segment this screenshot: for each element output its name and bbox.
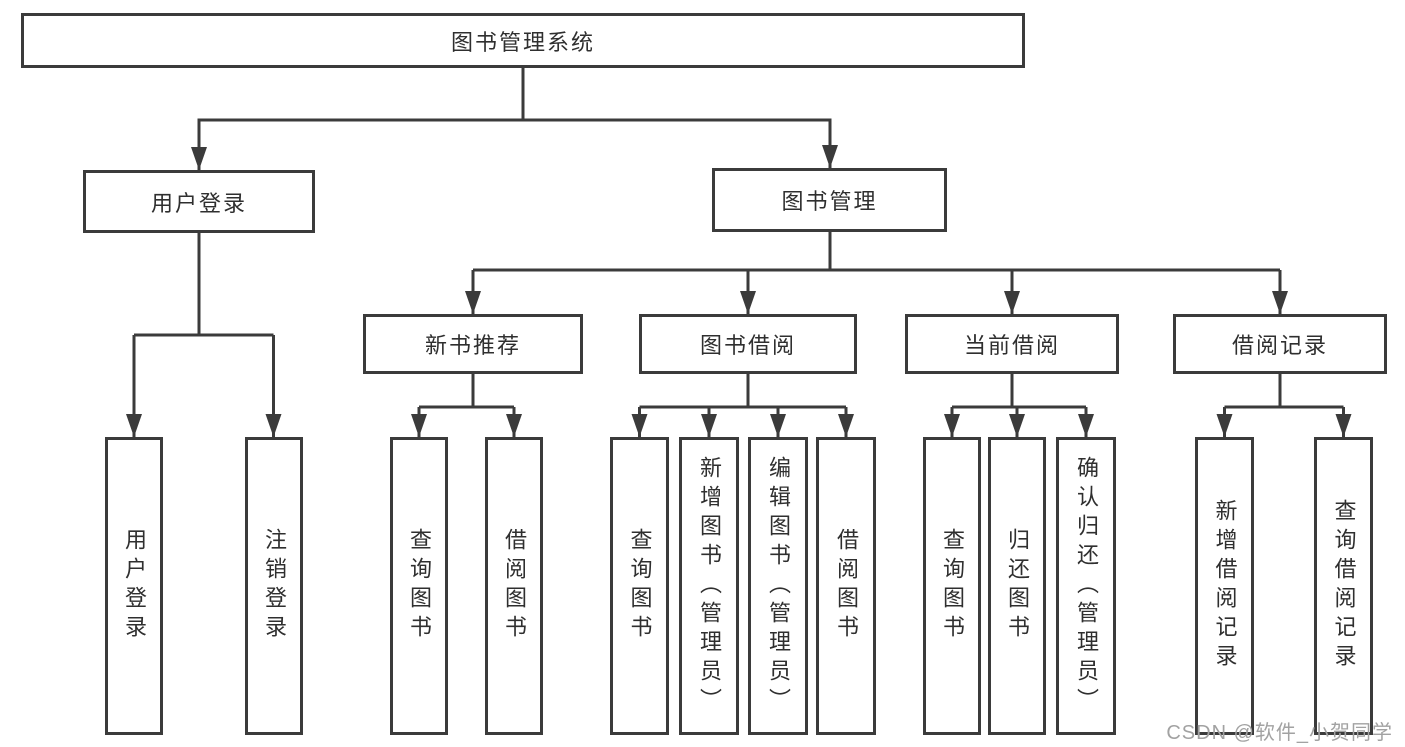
- leaf-label: 确认归还（管理员）: [1074, 455, 1099, 717]
- leaf-borrow-books: 借阅图书: [816, 437, 876, 735]
- node-new-book-recommendation: 新书推荐: [363, 314, 583, 374]
- leaf-label: 新增借阅记录: [1212, 499, 1238, 673]
- leaf-return-books: 归还图书: [988, 437, 1046, 735]
- leaf-label: 编辑图书（管理员）: [766, 455, 791, 717]
- watermark: CSDN @软件_小贺同学: [1166, 722, 1393, 744]
- node-borrowing-records: 借阅记录: [1173, 314, 1387, 374]
- node-current-borrowing: 当前借阅: [905, 314, 1119, 374]
- leaf-add-borrow-record: 新增借阅记录: [1195, 437, 1254, 735]
- leaf-query-books-recommend: 查询图书: [390, 437, 448, 735]
- leaf-borrow-books-recommend: 借阅图书: [485, 437, 543, 735]
- leaf-label: 借阅图书: [834, 528, 859, 644]
- node-label: 当前借阅: [963, 333, 1060, 358]
- leaf-query-borrow-record: 查询借阅记录: [1314, 437, 1373, 735]
- leaf-label: 查询借阅记录: [1331, 499, 1357, 673]
- leaf-label: 查询图书: [940, 528, 965, 644]
- node-user-login: 用户登录: [83, 170, 315, 233]
- node-book-borrowing: 图书借阅: [639, 314, 857, 374]
- leaf-label: 查询图书: [407, 528, 432, 644]
- connector-trunks: [134, 68, 1344, 409]
- node-label: 用户登录: [150, 190, 247, 216]
- leaf-label: 借阅图书: [502, 528, 527, 644]
- leaf-user-login: 用户登录: [105, 437, 163, 735]
- leaf-label: 归还图书: [1005, 528, 1030, 644]
- node-book-management: 图书管理: [712, 168, 947, 232]
- leaf-label: 用户登录: [122, 528, 147, 644]
- leaf-label: 注销登录: [262, 528, 287, 644]
- leaf-label: 查询图书: [627, 528, 653, 644]
- leaf-query-books-borrow: 查询图书: [610, 437, 669, 735]
- node-label: 借阅记录: [1231, 333, 1328, 358]
- node-label: 图书借阅: [699, 333, 796, 358]
- node-label: 图书管理: [781, 189, 878, 214]
- node-label: 图书管理系统: [450, 29, 595, 55]
- leaf-query-books-current: 查询图书: [923, 437, 981, 735]
- leaf-add-books-admin: 新增图书（管理员）: [679, 437, 739, 735]
- leaf-logout: 注销登录: [245, 437, 303, 735]
- leaf-label: 新增图书（管理员）: [697, 455, 722, 717]
- connector-arrows: [126, 120, 1352, 437]
- node-label: 新书推荐: [424, 333, 521, 358]
- node-library-management-system: 图书管理系统: [21, 13, 1025, 68]
- leaf-confirm-return-admin: 确认归还（管理员）: [1056, 437, 1116, 735]
- leaf-edit-books-admin: 编辑图书（管理员）: [748, 437, 808, 735]
